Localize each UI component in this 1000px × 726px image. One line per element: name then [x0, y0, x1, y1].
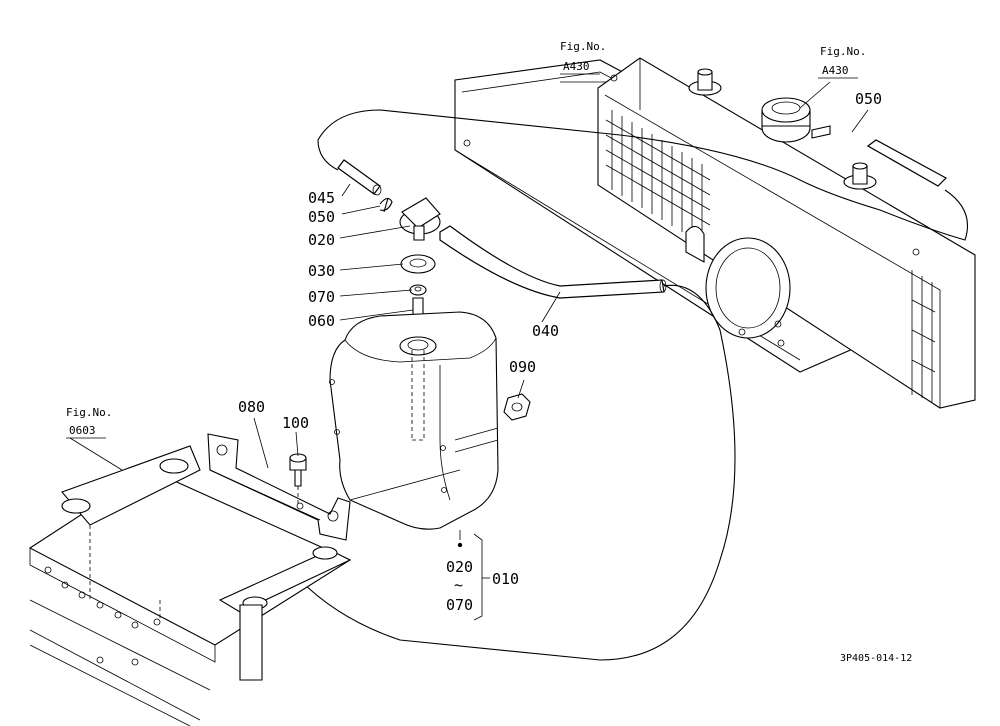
fig-no-label-left: Fig.No.	[560, 40, 606, 53]
part-label-010: 010	[492, 570, 519, 588]
part-range-tilde: ~	[454, 576, 463, 594]
fig-ref-0603[interactable]: 0603	[69, 424, 96, 437]
hose-040	[439, 225, 665, 299]
leader-lines	[69, 81, 869, 621]
overflow-line	[317, 109, 969, 241]
hose-045	[337, 159, 381, 195]
part-label-080: 080	[238, 398, 265, 416]
fig-ref-a430-left[interactable]: A430	[563, 60, 590, 73]
part-label-045: 045	[308, 189, 335, 207]
part-range-end-070: 070	[446, 596, 473, 614]
set-dot	[457, 542, 463, 548]
part-label-050-left: 050	[308, 208, 335, 226]
radiator-cap	[761, 97, 811, 143]
part-range-start-020: 020	[446, 558, 473, 576]
part-label-040: 040	[532, 322, 559, 340]
bracket-080	[207, 433, 351, 541]
reserve-tank	[329, 311, 499, 530]
frame-assembly	[28, 445, 352, 726]
part-label-070: 070	[308, 288, 335, 306]
part-label-100: 100	[282, 414, 309, 432]
fig-ref-a430-right[interactable]: A430	[822, 64, 849, 77]
part-label-030: 030	[308, 262, 335, 280]
part-label-060: 060	[308, 312, 335, 330]
part-label-090: 090	[509, 358, 536, 376]
part-label-020: 020	[308, 231, 335, 249]
nut-090	[503, 393, 531, 421]
fig-no-label-right: Fig.No.	[820, 45, 866, 58]
radiator-assembly	[454, 57, 976, 409]
hose-050-right	[866, 139, 947, 187]
fig-no-label-frame: Fig.No.	[66, 406, 112, 419]
part-label-050-right: 050	[855, 90, 882, 108]
drawing-code: 3P405-014-12	[840, 653, 912, 664]
